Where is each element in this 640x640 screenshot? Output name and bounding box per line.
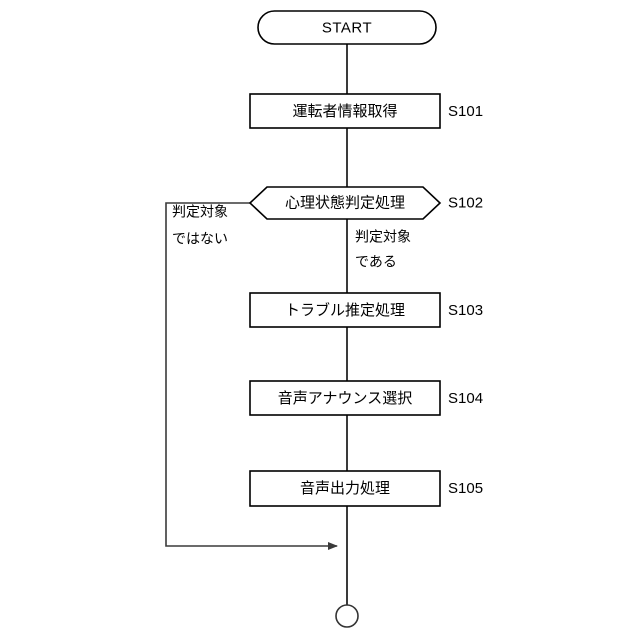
s105-label: 音声出力処理: [300, 479, 390, 497]
s102-label: 心理状態判定処理: [285, 194, 405, 211]
connector-feedback-loop: [165, 202, 338, 550]
s104-step-label: S104: [448, 390, 483, 407]
node-s101: 運転者情報取得 S101: [249, 93, 483, 129]
node-s105: 音声出力処理 S105: [249, 470, 483, 507]
branch-yes-line1: 判定対象: [355, 229, 411, 245]
s105-step-label: S105: [448, 480, 483, 497]
s105-shape: [249, 470, 441, 507]
branch-yes-line2: である: [355, 254, 397, 270]
s101-label: 運転者情報取得: [292, 103, 397, 120]
node-s104: 音声アナウンス選択 S104: [249, 380, 483, 416]
branch-label-no: 判定対象 ではない: [172, 204, 228, 247]
node-s102: 心理状態判定処理 S102: [248, 186, 483, 220]
branch-no-line2: ではない: [172, 231, 228, 247]
branch-label-yes: 判定対象 である: [355, 229, 411, 270]
start-shape: [257, 10, 437, 45]
s102-step-label: S102: [448, 194, 483, 211]
start-label: START: [322, 19, 372, 36]
end-shape: [335, 604, 359, 628]
node-end: [335, 604, 359, 628]
s103-label: トラブル推定処理: [285, 301, 405, 319]
s103-shape: [249, 292, 441, 328]
branch-no-line1: 判定対象: [172, 204, 228, 220]
s103-step-label: S103: [448, 302, 483, 319]
node-start: START: [257, 10, 437, 45]
s102-shape: [248, 186, 442, 220]
s101-step-label: S101: [448, 103, 483, 120]
s101-shape: [249, 93, 441, 129]
s104-label: 音声アナウンス選択: [278, 389, 412, 407]
node-s103: トラブル推定処理 S103: [249, 292, 483, 328]
s104-shape: [249, 380, 441, 416]
